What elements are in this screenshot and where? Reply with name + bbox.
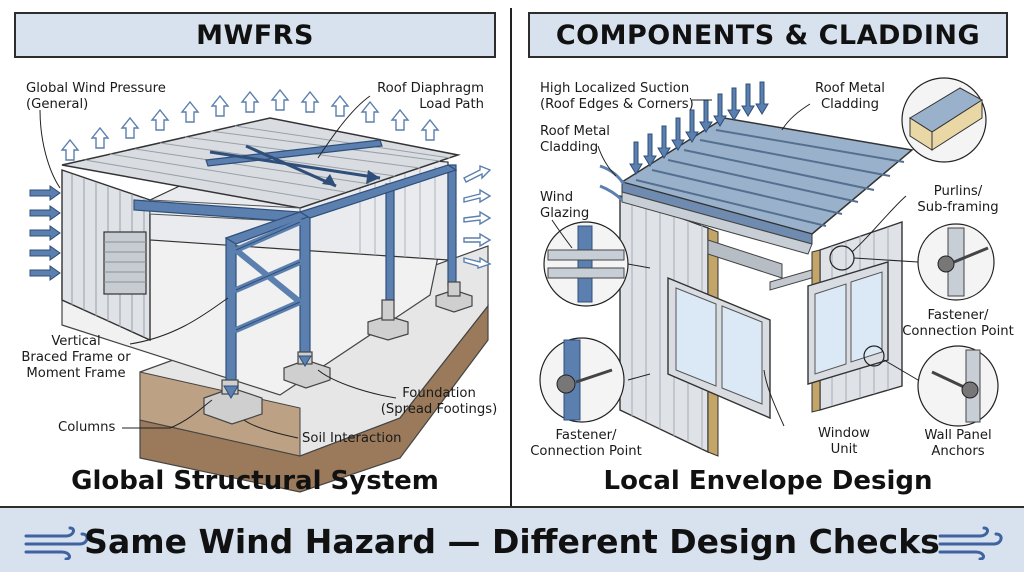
cc-caption: Local Envelope Design (603, 466, 933, 496)
label-columns: Columns (58, 420, 116, 435)
cc-envelope-illustration (539, 77, 999, 457)
label-wind-glazing-line1: Wind (540, 190, 574, 205)
label-global-wind-line2: (General) (26, 97, 89, 112)
label-global-wind-line1: Global Wind Pressure (26, 81, 166, 96)
mwfrs-header: MWFRS (14, 12, 496, 58)
mwfrs-caption: Global Structural System (71, 466, 439, 496)
footer-banner: Same Wind Hazard — Different Design Chec… (0, 506, 1024, 572)
label-global-wind-pressure: Global Wind Pressure (General) (26, 81, 166, 113)
label-wind-glazing-line2: Glazing (540, 206, 590, 221)
label-window-line2: Unit (830, 442, 858, 457)
panel-divider (510, 8, 512, 506)
label-wind-glazing: Wind Glazing (540, 190, 589, 222)
label-purlins-line1: Purlins/ (933, 184, 983, 199)
label-purlins: Purlins/ Sub-framing (910, 184, 1006, 216)
label-vertical-frame: Vertical Braced Frame or Moment Frame (20, 334, 132, 382)
label-roof-metal-cladding-left: Roof Metal Cladding (540, 124, 610, 156)
label-window-line1: Window (818, 426, 870, 441)
label-foundation-line1: Foundation (402, 386, 476, 401)
label-suction-line2: (Roof Edges & Corners) (540, 97, 694, 112)
label-roof-metal-left-line1: Roof Metal (540, 124, 610, 139)
label-foundation-line2: (Spread Footings) (380, 402, 498, 417)
mwfrs-panel: MWFRS (0, 0, 510, 506)
label-roof-diaphragm: Roof Diaphragm Load Path (360, 81, 484, 113)
label-fastener-right-line2: Connection Point (902, 324, 1014, 339)
label-foundation: Foundation (Spread Footings) (378, 386, 500, 418)
label-suction-line1: High Localized Suction (540, 81, 690, 96)
wind-icon-right (938, 526, 1003, 560)
label-wall-panel-anchors: Wall Panel Anchors (910, 428, 1006, 460)
label-fastener-left-line1: Fastener/ (555, 428, 617, 443)
footer-banner-text: Same Wind Hazard — Different Design Chec… (84, 522, 940, 561)
label-roof-metal-right-line2: Cladding (820, 97, 880, 112)
label-wall-anchor-line2: Anchors (931, 444, 985, 459)
label-roof-metal-left-line2: Cladding (540, 140, 599, 155)
label-soil-interaction: Soil Interaction (302, 431, 402, 446)
label-vertical-line2: Braced Frame or (21, 350, 131, 365)
wind-icon (24, 526, 89, 560)
label-roof-metal-right-line1: Roof Metal (815, 81, 885, 96)
cc-panel: COMPONENTS & CLADDING (512, 0, 1024, 506)
label-window-unit: Window Unit (808, 426, 880, 458)
label-fastener-right-line1: Fastener/ (927, 308, 989, 323)
label-roof-diaphragm-line2: Load Path (419, 97, 484, 112)
label-roof-metal-cladding-right: Roof Metal Cladding (808, 81, 892, 113)
mwfrs-building-illustration (29, 88, 492, 493)
label-wall-anchor-line1: Wall Panel (924, 428, 992, 443)
label-high-localized-suction: High Localized Suction (Roof Edges & Cor… (540, 81, 694, 113)
label-fastener-left: Fastener/ Connection Point (526, 428, 646, 460)
label-purlins-line2: Sub-framing (917, 200, 999, 215)
label-fastener-right: Fastener/ Connection Point (898, 308, 1018, 340)
label-vertical-line3: Moment Frame (26, 366, 126, 381)
cc-header: COMPONENTS & CLADDING (528, 12, 1008, 58)
label-vertical-line1: Vertical (51, 334, 101, 349)
label-fastener-left-line2: Connection Point (530, 444, 642, 459)
label-roof-diaphragm-line1: Roof Diaphragm (377, 81, 484, 96)
